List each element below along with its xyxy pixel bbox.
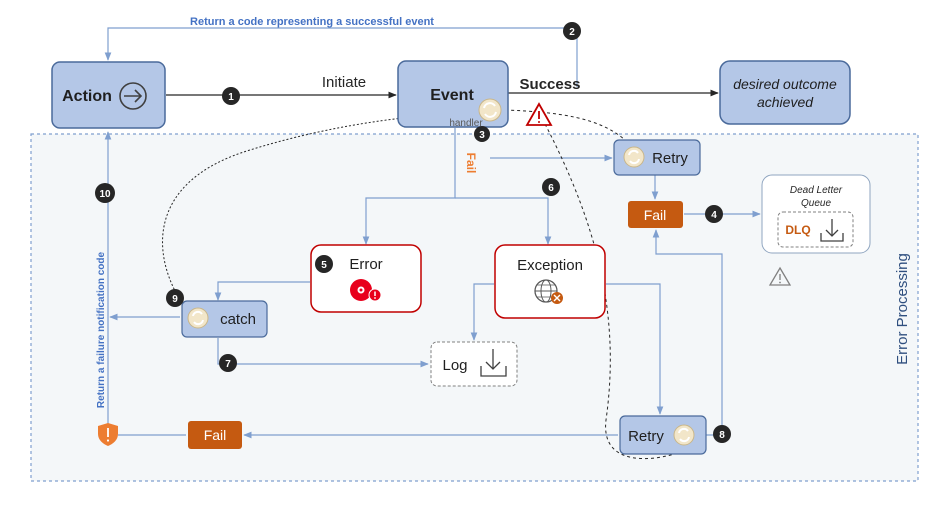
action-node[interactable]: Action [51, 61, 166, 129]
error-label: Error [349, 256, 382, 273]
retry-loop-dashed-path [504, 109, 626, 141]
dlq-box [777, 211, 854, 248]
svg-text:8: 8 [719, 430, 725, 441]
dlq-title-line2: Queue [801, 198, 831, 209]
svg-text:1: 1 [228, 92, 234, 103]
fail-top-node[interactable]: Fail [628, 201, 683, 228]
svg-text:9: 9 [172, 294, 178, 305]
step-badge-10: 10 [95, 183, 115, 203]
handler-label: handler [449, 118, 483, 129]
retry-bottom-node[interactable]: Retry [619, 415, 707, 455]
exception-node[interactable]: Exception [494, 244, 606, 319]
svg-text:10: 10 [99, 189, 111, 200]
arrow-circle-icon [119, 82, 147, 110]
step-badge-5: 5 [315, 255, 333, 273]
step-badge-2: 2 [563, 22, 581, 40]
exception-to-retry-line [606, 283, 664, 415]
refresh-icon [478, 98, 502, 122]
retry-bottom-label: Retry [628, 428, 664, 445]
refresh-icon [187, 307, 209, 329]
exception-to-log-line [470, 283, 494, 341]
outline-warning-icon [768, 266, 792, 286]
download-icon [480, 349, 507, 377]
outcome-line2: achieved [757, 94, 814, 110]
desired-outcome-node: desired outcome achieved [719, 60, 851, 125]
log-node: Log [430, 341, 518, 387]
failure-return-label: Return a failure notification code [96, 252, 107, 409]
refresh-icon [673, 424, 695, 446]
success-label: Success [520, 76, 581, 93]
refresh-icon [623, 146, 645, 168]
dead-letter-queue-node: Dead Letter Queue DLQ [761, 174, 871, 254]
svg-text:3: 3 [479, 130, 485, 141]
fail-label: Fail [464, 153, 478, 174]
error-to-catch-line [214, 281, 310, 301]
error-disc-icon [350, 279, 382, 302]
retry-top-label: Retry [652, 150, 688, 167]
event-label: Event [430, 87, 474, 104]
download-icon [820, 219, 844, 242]
outcome-line1: desired outcome [733, 76, 837, 92]
event-exception-line [455, 197, 552, 245]
step-badge-4: 4 [705, 205, 723, 223]
fail-top-label: Fail [644, 207, 667, 223]
catch-node[interactable]: catch [181, 300, 268, 338]
dlq-title-line1: Dead Letter [790, 185, 843, 196]
warning-triangle-icon [525, 102, 553, 126]
error-node[interactable]: Error [310, 244, 422, 313]
event-node[interactable]: Event handler [397, 60, 509, 129]
step-badge-1: 1 [222, 87, 240, 105]
retry-top-node[interactable]: Retry [613, 139, 701, 176]
svg-text:2: 2 [569, 27, 575, 38]
event-fail-line [362, 128, 456, 245]
shield-warning-icon [98, 423, 118, 446]
initiate-label: Initiate [322, 74, 366, 91]
catch-label: catch [220, 311, 256, 328]
action-label: Action [62, 88, 112, 105]
error-processing-label: Error Processing [894, 253, 911, 365]
svg-text:7: 7 [225, 359, 231, 370]
step-badge-8: 8 [713, 425, 731, 443]
step-badge-9: 9 [166, 289, 184, 307]
fail-bottom-label: Fail [204, 427, 227, 443]
svg-text:5: 5 [321, 260, 327, 271]
svg-text:6: 6 [548, 183, 554, 194]
exception-label: Exception [517, 257, 583, 274]
dlq-tag: DLQ [785, 223, 810, 237]
success-return-line [104, 27, 578, 87]
fail-bottom-node[interactable]: Fail [188, 421, 242, 449]
log-label: Log [442, 357, 467, 374]
success-return-label: Return a code representing a successful … [190, 16, 434, 28]
globe-error-icon [534, 279, 563, 304]
svg-text:4: 4 [711, 210, 717, 221]
catch-to-log-line [217, 338, 429, 368]
step-badge-7: 7 [219, 354, 237, 372]
step-badge-3: 3 [474, 126, 490, 142]
step-badge-6: 6 [542, 178, 560, 196]
